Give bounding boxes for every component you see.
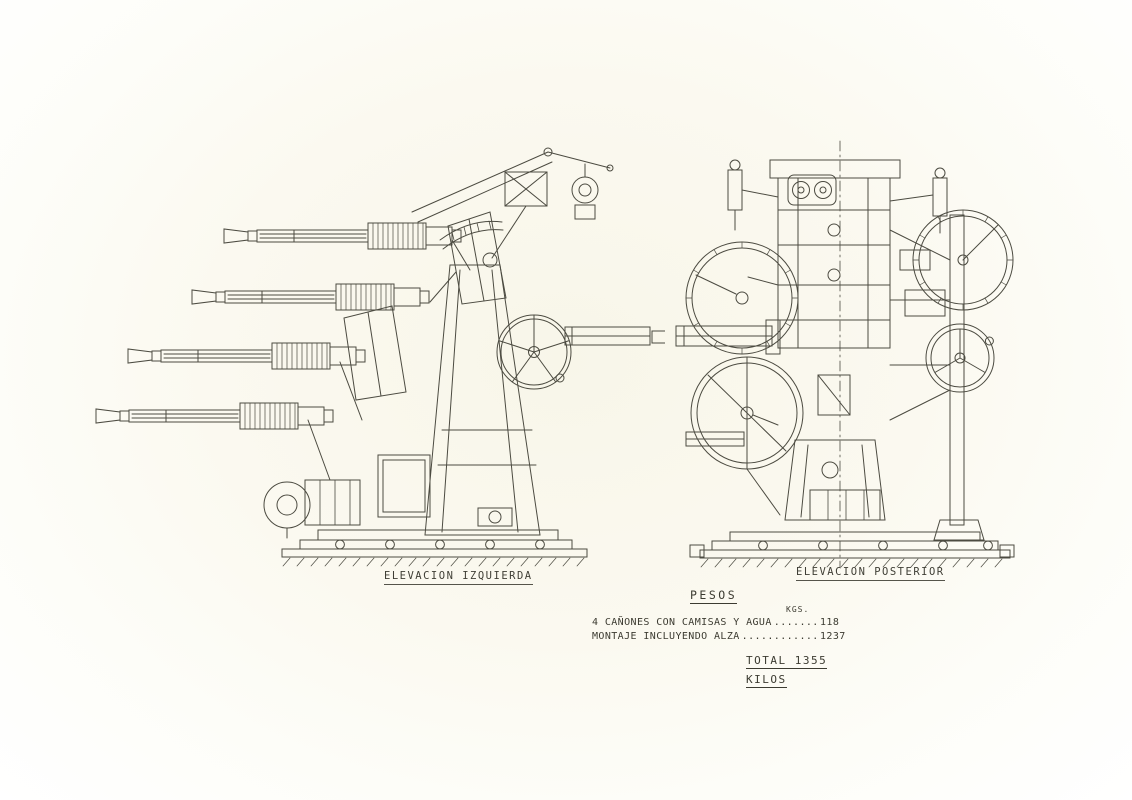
weight-row-leader: ........................... — [773, 617, 818, 628]
weights-total-row: TOTAL 1355 KILOS — [746, 649, 866, 688]
weights-unit-header: KGS. — [786, 605, 810, 614]
weight-row-value: 118 — [820, 617, 840, 628]
weights-table: PESOS KGS. 4 CAÑONES CON CAMISAS Y AGUA … — [592, 584, 866, 688]
weight-row: 4 CAÑONES CON CAMISAS Y AGUA ...........… — [592, 617, 866, 628]
rear-elevation-caption: ELEVACION POSTERIOR — [796, 566, 945, 581]
weights-total: TOTAL 1355 KILOS — [746, 654, 828, 688]
weights-title: PESOS — [690, 588, 738, 604]
weight-row-value: 1237 — [820, 631, 846, 642]
weights-title-row: PESOS — [690, 584, 866, 604]
rear-elevation-drawing — [675, 140, 1015, 568]
weight-row-label: 4 CAÑONES CON CAMISAS Y AGUA — [592, 617, 772, 628]
weight-row-label: MONTAJE INCLUYENDO ALZA — [592, 631, 740, 642]
left-elevation-drawing — [95, 147, 665, 567]
weight-row-leader: ............................... — [741, 631, 818, 642]
weight-row: MONTAJE INCLUYENDO ALZA ................… — [592, 631, 866, 642]
left-elevation-caption: ELEVACION IZQUIERDA — [384, 570, 533, 585]
